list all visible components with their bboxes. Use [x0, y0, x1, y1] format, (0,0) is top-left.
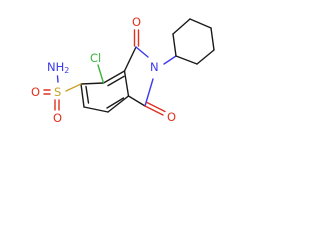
bond-c3-c4-inner [106, 97, 125, 109]
atom-nh2-subscript: 2 [64, 66, 69, 75]
atom-sulfur: S [54, 85, 61, 99]
bond-c6-s [65, 83, 82, 92]
bond-c8-n [144, 78, 154, 107]
bond-c3-c8 [127, 95, 146, 107]
bond-c6-c1 [80, 82, 105, 85]
bond-cy4-cy5 [210, 27, 215, 51]
bond-c8-o-bottom [144, 105, 164, 116]
bond-c4-c5 [83, 106, 109, 113]
bond-c5-c6 [80, 83, 85, 108]
bond-c7-n [135, 46, 149, 58]
bond-c5-c6-inner [85, 85, 90, 104]
bond-cy6-cy1 [175, 55, 198, 65]
bond-cy5-cy6 [196, 49, 215, 65]
atom-oxygen-sulfonyl-bottom: O [53, 111, 62, 125]
bond-c1-c2-inner [107, 75, 125, 87]
atom-oxygen-imide-bottom: O [167, 110, 176, 124]
bond-cy1-cy2 [172, 33, 177, 57]
bond-c1-cl [97, 64, 105, 84]
structure-canvas: Cl NH2 S O O N O O [0, 0, 238, 138]
bond-cy3-cy4 [189, 18, 212, 29]
bond-c2-c3 [123, 70, 130, 97]
bond-c2-c7 [123, 46, 137, 72]
atom-oxygen-sulfonyl-left: O [31, 85, 40, 99]
atom-nitrogen-imide: N [150, 60, 159, 74]
atom-nh2: NH2 [47, 60, 69, 75]
bond-c3-c4 [107, 95, 130, 113]
atom-nh2-main: NH [47, 60, 64, 74]
bond-c8-o-bottom-double [146, 101, 166, 113]
atom-oxygen-imide-top: O [132, 15, 141, 29]
bond-cy2-cy3 [172, 18, 191, 35]
bond-c1-c2 [102, 70, 126, 84]
molecule-structure: Cl NH2 S O O N O O [31, 15, 215, 125]
atom-chlorine: Cl [90, 51, 101, 65]
bond-n-cy1 [163, 55, 177, 65]
bond-s-n [56, 75, 59, 83]
